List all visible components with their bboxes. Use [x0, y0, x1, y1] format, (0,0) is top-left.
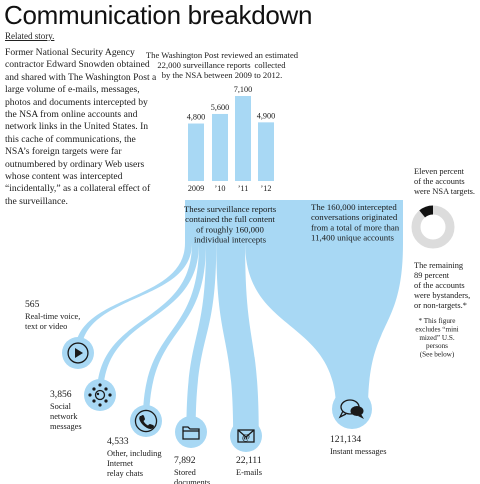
- category-icons: @: [62, 337, 372, 452]
- intercepts-annotation-line: individual intercepts: [194, 235, 267, 245]
- accounts-annotation-line: conversations originated: [311, 212, 398, 222]
- donut-footnote-line: excludes “mini: [415, 325, 458, 333]
- intro-paragraph: Former National Security Agency contract…: [5, 47, 157, 207]
- donut-slice-non-targets: [411, 205, 455, 249]
- bar-annotation-line: The Washington Post reviewed an estimate…: [146, 50, 299, 60]
- chat-icon: [338, 399, 364, 419]
- donut-footnote-line: persons: [426, 342, 448, 350]
- svg-text:@: @: [242, 432, 250, 442]
- flow-ribbon: [142, 243, 206, 421]
- flow-ribbon: [96, 243, 199, 395]
- category-name-label: messages: [50, 422, 82, 431]
- category-value-label: 121,134: [330, 434, 361, 445]
- donut-footnote-line: mized” U.S.: [419, 334, 455, 342]
- category-name-label: network: [50, 412, 78, 421]
- bar-category-label: ’12: [261, 184, 272, 193]
- bar-annotation-line: 22,000 surveillance reports: [157, 60, 251, 70]
- accounts-annotation-line: from a total of more than: [311, 222, 400, 232]
- category-value-label: 3,856: [50, 389, 72, 400]
- category-value-label: 7,892: [174, 455, 196, 466]
- category-circle: [130, 405, 162, 437]
- flow-ribbons: [74, 200, 403, 436]
- category-name-label: Internet: [107, 459, 134, 468]
- network-icon: [88, 383, 112, 407]
- category-name-label: Other, including: [107, 449, 162, 458]
- donut-annotation-top-line: were NSA targets.: [414, 187, 475, 196]
- donut-annotation-bottom-line: were bystanders,: [414, 291, 470, 300]
- category-name-label: Stored: [174, 468, 197, 477]
- intercepts-annotation-line: These surveillance reports: [184, 204, 277, 214]
- category-name-label: E-mails: [236, 468, 262, 477]
- donut-annotation-bottom-line: 89 percent: [414, 271, 450, 280]
- bar-value-label: 4,800: [187, 113, 205, 122]
- bar: [235, 96, 251, 181]
- bar: [212, 113, 228, 181]
- category-circle: [230, 420, 262, 452]
- bar-chart: The Washington Post reviewed an estimate…: [146, 50, 299, 193]
- category-value-label: 22,111: [236, 455, 262, 466]
- intercepts-annotation-line: of roughly 160,000: [196, 224, 264, 234]
- category-value-label: 565: [25, 299, 40, 310]
- bar: [258, 122, 274, 181]
- bar-value-label: 5,600: [211, 103, 229, 112]
- flow-bundle: [185, 200, 403, 243]
- email-icon: @: [237, 429, 255, 443]
- related-story-link[interactable]: Related story.: [5, 31, 55, 41]
- flow-ribbon: [245, 243, 403, 409]
- category-name-label: documents: [174, 478, 210, 484]
- intercepts-annotation-line: contained the full content: [185, 214, 275, 224]
- category-circle: [175, 416, 207, 448]
- donut-annotation-bottom-line: The remaining: [414, 261, 464, 270]
- bar-category-label: ’10: [215, 184, 226, 193]
- category-name-label: relay chats: [107, 469, 143, 478]
- bar-category-label: ’11: [238, 184, 249, 193]
- category-name-label: Instant messages: [330, 447, 387, 456]
- flow-ribbon: [186, 243, 217, 432]
- accounts-annotation-line: 11,400 unique accounts: [311, 233, 395, 243]
- phone-icon: [134, 409, 158, 433]
- bar-value-label: 4,900: [257, 111, 275, 120]
- bar-annotation-line: by the NSA between 2009 to 2012.: [162, 70, 283, 80]
- bar-value-label: 7,100: [234, 85, 252, 94]
- category-name-label: Real-time voice,: [25, 312, 80, 321]
- donut-footnote-line: (See below): [420, 351, 455, 359]
- donut-footnote-line: * This figure: [419, 317, 456, 325]
- category-circle: [84, 379, 116, 411]
- bar-annotation-line: collected: [254, 60, 286, 70]
- folder-icon: [182, 426, 200, 440]
- play-icon: [67, 342, 89, 364]
- donut-annotation-bottom-line: or non-targets.*: [414, 301, 467, 310]
- category-value-label: 4,533: [107, 436, 129, 447]
- donut-slice-targets: [419, 205, 434, 218]
- flow-ribbon: [74, 243, 192, 353]
- accounts-annotation-line: The 160,000 intercepted: [311, 202, 397, 212]
- page-title: Communication breakdown: [4, 0, 313, 30]
- category-name-label: text or video: [25, 322, 67, 331]
- donut-annotation-top-line: of the accounts: [414, 177, 465, 186]
- category-name-label: Social: [50, 402, 72, 411]
- donut-annotation-bottom-line: of the accounts: [414, 281, 465, 290]
- donut-annotation-top-line: Eleven percent: [414, 167, 465, 176]
- bar: [188, 123, 204, 181]
- bar-category-label: 2009: [188, 184, 204, 193]
- flow-ribbon: [216, 243, 259, 436]
